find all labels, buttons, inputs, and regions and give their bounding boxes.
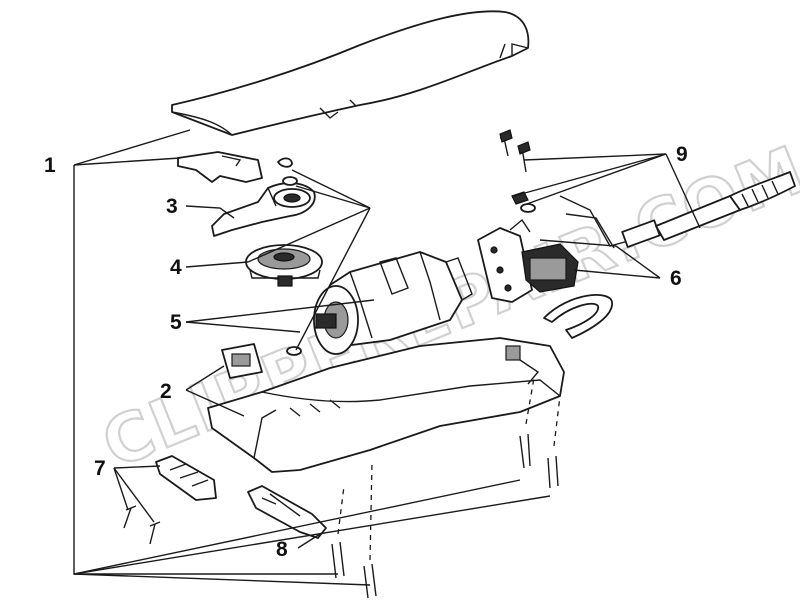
gear-part: [245, 244, 323, 287]
clip-parts: [277, 157, 302, 356]
wire-loop-part: [543, 294, 613, 339]
screws-part: [499, 129, 536, 213]
callout-1: 1: [44, 154, 56, 177]
motor-part: [313, 251, 473, 355]
socket-assembly-part: [477, 218, 579, 303]
leader-lines: [73, 129, 701, 586]
callout-8: 8: [276, 538, 288, 561]
power-cord-part: [559, 171, 796, 249]
housing-screws-part: [331, 377, 561, 599]
switch-plate-part: [177, 151, 263, 183]
callout-3: 3: [166, 195, 178, 218]
blade-assembly-part: [123, 455, 217, 545]
top-cover-part: [171, 10, 530, 136]
guide-part: [247, 485, 327, 539]
bottom-housing-part: [207, 337, 565, 473]
callout-2: 2: [160, 380, 172, 403]
spring-block-part: [221, 343, 263, 379]
callout-4: 4: [170, 256, 182, 279]
callout-9: 9: [676, 143, 688, 166]
callout-6: 6: [670, 267, 682, 290]
switch-lever-part: [211, 182, 316, 237]
callout-7: 7: [94, 457, 106, 480]
callout-5: 5: [170, 311, 182, 334]
